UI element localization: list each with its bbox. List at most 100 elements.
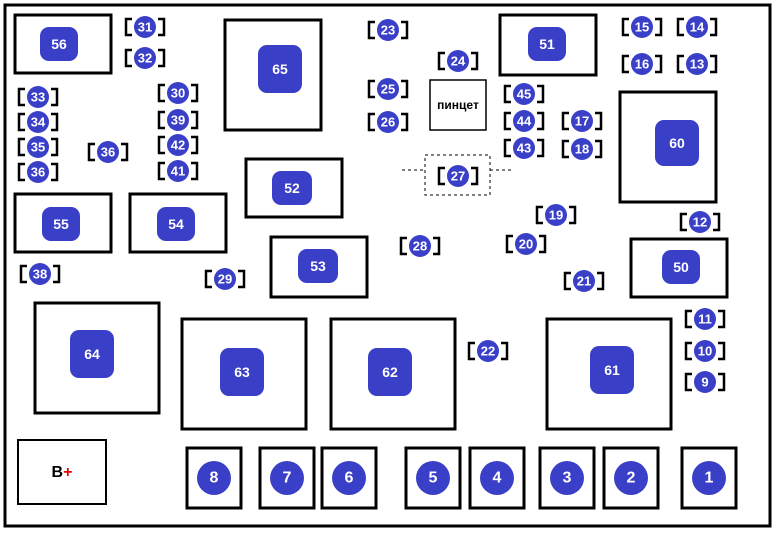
mini-fuse-chip — [27, 111, 49, 133]
mini-fuse-26: 26 — [367, 111, 409, 133]
mini-fuse-12: 12 — [679, 211, 721, 233]
relay-label: 55 — [53, 216, 69, 232]
relay-chip — [220, 348, 264, 396]
mini-fuse-30: 30 — [157, 82, 199, 104]
mini-fuse-label: 26 — [381, 115, 395, 130]
battery-plus-sign: + — [63, 464, 72, 481]
mini-fuse-bracket-left — [157, 83, 165, 103]
mini-fuse-19: 19 — [535, 204, 577, 226]
battery-terminal-label: B+ — [52, 464, 73, 481]
relay-chip — [42, 207, 80, 241]
relay-chip — [590, 346, 634, 394]
mini-fuse-label: 32 — [138, 51, 152, 66]
mini-fuse-label: 33 — [31, 90, 45, 105]
mini-fuse-16: 16 — [621, 53, 663, 75]
fuse-outline — [538, 446, 596, 510]
mini-fuse-bracket-right — [718, 341, 726, 361]
relay-chip — [272, 171, 312, 205]
battery-terminal-box — [17, 439, 107, 505]
fuse-label: 2 — [627, 470, 636, 487]
mini-fuse-chip — [631, 16, 653, 38]
mini-fuse-bracket-left — [467, 341, 475, 361]
relay-label: 64 — [84, 346, 100, 362]
mini-fuse-label: 22 — [481, 344, 495, 359]
mini-fuse-bracket-right — [51, 137, 59, 157]
mini-fuse-chip — [513, 83, 535, 105]
fuse-outline — [185, 446, 243, 510]
mini-fuse-label: 35 — [31, 140, 45, 155]
mini-fuse-bracket-right — [191, 135, 199, 155]
mini-fuse-label: 42 — [171, 138, 185, 153]
mini-fuse-17: 17 — [561, 110, 603, 132]
mini-fuse-bracket-left — [505, 234, 513, 254]
mini-fuse-chip — [377, 111, 399, 133]
mini-fuse-label: 36 — [101, 145, 115, 160]
fuse-outline — [602, 446, 660, 510]
mini-fuse-label: 9 — [701, 375, 708, 390]
mini-fuse-29: 29 — [204, 268, 246, 290]
tweezers-box — [429, 79, 487, 131]
mini-fuse-bracket-right — [51, 112, 59, 132]
mini-fuse-bracket-right — [158, 17, 166, 37]
mini-fuse-chip — [447, 165, 469, 187]
mini-fuse-label: 13 — [690, 57, 704, 72]
relay-chip — [258, 45, 302, 93]
mini-fuse-chip — [447, 50, 469, 72]
fuse-5: 5 — [404, 446, 462, 510]
mini-fuse-chip — [571, 138, 593, 160]
fuse-chip — [332, 461, 366, 495]
mini-fuse-bracket-left — [367, 79, 375, 99]
fuse-label: 1 — [705, 470, 714, 487]
mini-fuse-15: 15 — [621, 16, 663, 38]
mini-fuse-chip — [513, 110, 535, 132]
mini-fuse-bracket-right — [238, 269, 246, 289]
fuse-chip — [270, 461, 304, 495]
mini-fuse-10: 10 — [684, 340, 726, 362]
mini-fuse-chip — [214, 268, 236, 290]
relay-label: 62 — [382, 364, 398, 380]
mini-fuse-bracket-left — [563, 271, 571, 291]
fuse-4: 4 — [468, 446, 526, 510]
mini-fuse-bracket-right — [537, 84, 545, 104]
mini-fuse-bracket-left — [367, 20, 375, 40]
mini-fuse-bracket-right — [569, 205, 577, 225]
relay-65: 65 — [223, 18, 323, 132]
mini-fuse-bracket-left — [503, 138, 511, 158]
relay-label: 51 — [539, 36, 555, 52]
spare-slot-27-outline — [402, 154, 513, 196]
mini-fuse-bracket-right — [401, 20, 409, 40]
mini-fuse-bracket-right — [537, 111, 545, 131]
battery-terminal: B+ — [17, 439, 107, 505]
fuse-chip — [550, 461, 584, 495]
fuse-7: 7 — [258, 446, 316, 510]
mini-fuse-label: 27 — [451, 169, 465, 184]
mini-fuse-28: 28 — [399, 235, 441, 257]
mini-fuse-bracket-left — [503, 111, 511, 131]
mini-fuse-chip — [377, 19, 399, 41]
mini-fuse-bracket-left — [17, 162, 25, 182]
mini-fuse-label: 12 — [693, 215, 707, 230]
mini-fuse-bracket-right — [121, 142, 129, 162]
mini-fuse-41: 41 — [157, 160, 199, 182]
mini-fuse-32: 32 — [124, 47, 166, 69]
mini-fuse-chip — [167, 109, 189, 131]
mini-fuse-bracket-right — [710, 17, 718, 37]
mini-fuse-bracket-right — [595, 111, 603, 131]
mini-fuse-bracket-right — [401, 112, 409, 132]
mini-fuse-bracket-left — [124, 17, 132, 37]
mini-fuse-label: 36 — [31, 165, 45, 180]
mini-fuse-21: 21 — [563, 270, 605, 292]
fuse-3: 3 — [538, 446, 596, 510]
relay-64: 64 — [33, 301, 161, 415]
mini-fuse-bracket-left — [561, 111, 569, 131]
mini-fuse-label: 41 — [171, 164, 185, 179]
mini-fuse-label: 17 — [575, 114, 589, 129]
relay-51: 51 — [498, 13, 598, 77]
fuse-chip — [692, 461, 726, 495]
mini-fuse-label: 19 — [549, 208, 563, 223]
mini-fuse-label: 30 — [171, 86, 185, 101]
fuse-label: 8 — [210, 470, 219, 487]
